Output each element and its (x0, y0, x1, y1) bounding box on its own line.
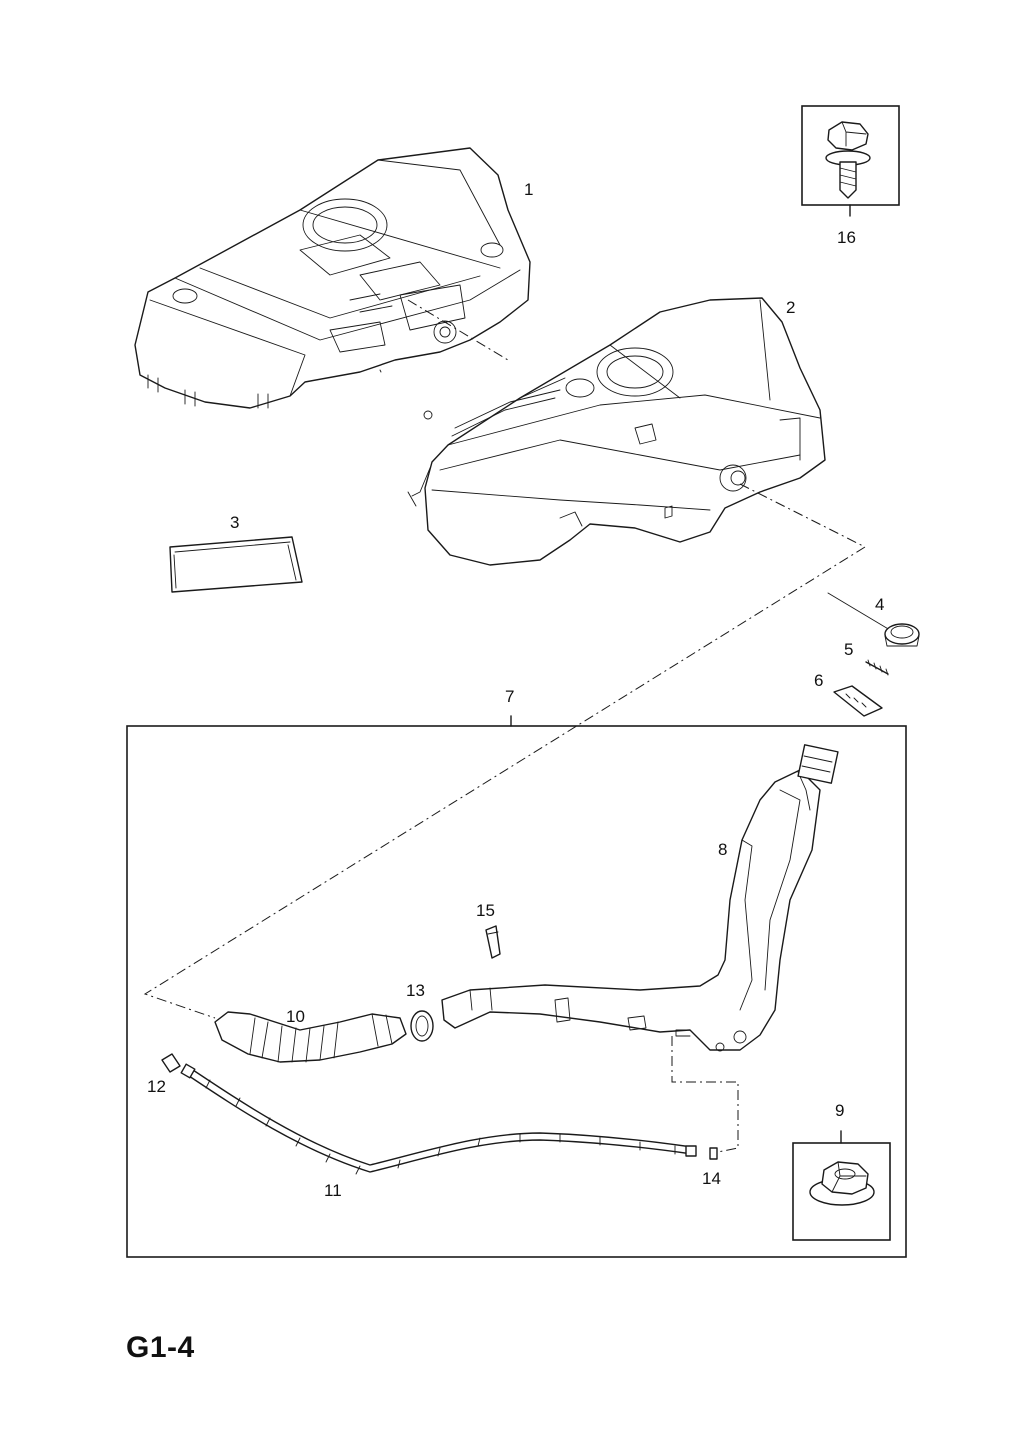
callout-3: 3 (230, 513, 239, 532)
part-3-pad[interactable] (169, 536, 303, 593)
callout-8: 8 (718, 840, 727, 859)
part-5-spring[interactable] (865, 659, 889, 676)
callout-7: 7 (505, 687, 514, 706)
part-6-seal-plate[interactable] (833, 685, 883, 717)
part-15-clip[interactable] (485, 925, 501, 959)
part-8-filler-pipe[interactable] (441, 744, 839, 1052)
callout-5: 5 (844, 640, 853, 659)
part-2-fuel-tank[interactable] (407, 297, 826, 566)
page-code: G1-4 (126, 1331, 195, 1364)
callout-9: 9 (835, 1101, 844, 1120)
callout-13: 13 (406, 981, 425, 1000)
callout-1: 1 (524, 180, 533, 199)
part-10-filler-hose[interactable] (214, 1011, 407, 1063)
callout-6: 6 (814, 671, 823, 690)
callout-10: 10 (286, 1007, 305, 1026)
callout-14: 14 (702, 1169, 721, 1188)
part-1-tank-shield[interactable] (134, 147, 531, 420)
part-11-vent-hose[interactable] (180, 1063, 697, 1175)
callout-12: 12 (147, 1077, 166, 1096)
part-4-filler-cap[interactable] (827, 592, 920, 647)
part-12-sleeve[interactable] (161, 1053, 181, 1073)
callout-15: 15 (476, 901, 495, 920)
part-14-clip[interactable] (709, 1147, 718, 1160)
callout-2: 2 (786, 298, 795, 317)
part-9-nut[interactable] (792, 1130, 891, 1241)
part-13-hose-clamp[interactable] (410, 1010, 434, 1042)
callout-11: 11 (324, 1181, 342, 1200)
part-16-bolt[interactable] (801, 105, 900, 217)
callout-4: 4 (875, 595, 884, 614)
part-7-filler-assembly-frame (126, 725, 907, 1258)
callout-16: 16 (837, 228, 856, 247)
leader-lines (143, 299, 867, 1153)
